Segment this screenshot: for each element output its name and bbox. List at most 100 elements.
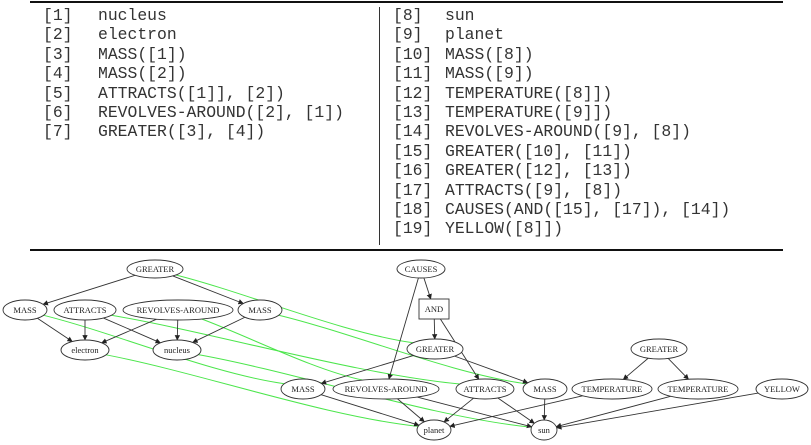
node-b_temp2: TEMPERATURE xyxy=(657,378,739,400)
node-label: REVOLVES-AROUND xyxy=(137,305,220,315)
fact-row: [17]ATTRACTS([9], [8]) xyxy=(393,181,730,200)
edge-b_causes-to-b_revolves xyxy=(387,277,419,380)
node-label: GREATER xyxy=(416,344,455,354)
fact-expression: ATTRACTS([9], [8]) xyxy=(445,180,623,200)
node-b_planet: planet xyxy=(416,419,452,441)
fact-row: [3]MASS([1]) xyxy=(43,45,344,64)
node-shape xyxy=(418,298,450,320)
mapping-a_mass2-to-b_mass2 xyxy=(278,314,527,385)
fact-expression: GREATER([10], [11]) xyxy=(445,141,632,161)
node-a_attracts: ATTRACTS xyxy=(53,299,117,321)
fact-index: [2] xyxy=(43,25,73,45)
node-label: REVOLVES-AROUND xyxy=(345,384,428,394)
node-b_temp1: TEMPERATURE xyxy=(571,378,653,400)
fact-expression: MASS([2]) xyxy=(98,64,187,84)
fact-expression: TEMPERATURE([8]]) xyxy=(445,83,613,103)
node-b_sun: sun xyxy=(530,419,558,441)
node-shape xyxy=(416,419,452,441)
fact-index: [18] xyxy=(393,200,433,220)
mapping-a_attracts-to-b_attracts xyxy=(111,314,460,385)
fact-index: [15] xyxy=(393,141,433,161)
fact-row: [7] GREATER([3], [4]) xyxy=(43,122,344,141)
fact-expression: CAUSES(AND([15], [17]), [14]) xyxy=(445,200,731,220)
node-label: CAUSES xyxy=(405,264,438,274)
fact-row: [4] MASS([2]) xyxy=(43,64,344,83)
node-shape xyxy=(406,338,464,360)
mapping-a_revolves-to-b_revolves xyxy=(201,318,363,381)
fact-row: [8]sun xyxy=(393,6,730,25)
node-b_mass2: MASS xyxy=(522,378,568,400)
edge-b_temp1-to-b_planet xyxy=(449,395,583,428)
edge-a_attracts-to-a_nucleus xyxy=(103,317,161,344)
facts-table: [1]nucleus[2]electron[3]MASS([1])[4]MASS… xyxy=(30,1,783,251)
column-divider xyxy=(379,7,380,245)
node-a_greater: GREATER xyxy=(126,259,184,279)
node-shape xyxy=(122,299,234,321)
fact-index: [6] xyxy=(43,103,73,123)
node-label: sun xyxy=(538,425,551,435)
node-shape xyxy=(396,259,446,279)
fact-index: [9] xyxy=(393,25,423,45)
fact-row: [15] GREATER([10], [11]) xyxy=(393,142,730,161)
node-label: AND xyxy=(425,304,443,314)
fact-index: [12] xyxy=(393,83,433,103)
fact-index: [10] xyxy=(393,44,433,64)
edge-b_greater2-to-b_temp2 xyxy=(667,358,689,380)
table-top-rule xyxy=(30,1,783,3)
fact-index: [7] xyxy=(43,122,73,142)
node-b_causes: CAUSES xyxy=(396,259,446,279)
node-shape xyxy=(332,378,440,400)
fact-index: [14] xyxy=(393,122,433,142)
edge-b_revolves-to-b_sun xyxy=(417,396,533,429)
node-a_mass1: MASS xyxy=(2,299,48,321)
edge-b_mass2-to-b_sun xyxy=(541,398,548,421)
node-shape xyxy=(571,378,653,400)
fact-expression: planet xyxy=(445,25,505,45)
node-shape xyxy=(126,259,184,279)
node-shape xyxy=(53,299,117,321)
fact-expression: YELLOW([8]]) xyxy=(445,219,564,239)
edge-b_temp2-to-b_sun xyxy=(555,395,671,429)
table-bottom-rule xyxy=(30,249,783,251)
fact-expression: TEMPERATURE([9]]) xyxy=(445,103,613,123)
edge-b_revolves-to-b_planet xyxy=(397,398,425,423)
node-a_nucleus: nucleus xyxy=(152,339,202,361)
fact-index: [3] xyxy=(43,44,73,64)
fact-row: [16]GREATER([12], [13]) xyxy=(393,161,730,180)
fact-row: [19]YELLOW([8]]) xyxy=(393,219,730,238)
node-label: ATTRACTS xyxy=(64,305,107,315)
node-shape xyxy=(755,378,809,400)
node-label: ATTRACTS xyxy=(464,384,507,394)
fact-expression: MASS([9]) xyxy=(445,64,534,84)
node-shape xyxy=(530,419,558,441)
mapping-a_electron-to-b_planet xyxy=(105,354,419,427)
fact-expression: GREATER([3], [4]) xyxy=(98,122,266,142)
fact-expression: REVOLVES-AROUND([9], [8]) xyxy=(445,122,691,142)
target-domain-column: [8]sun[9] planet[10]MASS([8])[11] MASS([9]… xyxy=(393,6,730,239)
node-label: YELLOW xyxy=(764,384,800,394)
node-shape xyxy=(455,378,515,400)
node-label: electron xyxy=(71,345,99,355)
edge-b_greater2-to-b_temp1 xyxy=(622,357,649,380)
fact-index: [4] xyxy=(43,64,73,84)
fact-row: [9] planet xyxy=(393,25,730,44)
edge-a_mass1-to-a_electron xyxy=(37,317,73,342)
node-label: MASS xyxy=(291,384,314,394)
fact-row: [13]TEMPERATURE([9]]) xyxy=(393,103,730,122)
node-shape xyxy=(657,378,739,400)
fact-row: [2]electron xyxy=(43,25,344,44)
fact-row: [10]MASS([8]) xyxy=(393,45,730,64)
fact-expression: ATTRACTS([1]], [2]) xyxy=(98,83,285,103)
node-label: TEMPERATURE xyxy=(582,384,643,394)
edge-a_revolves-to-a_electron xyxy=(101,318,157,344)
fact-row: [11] MASS([9]) xyxy=(393,64,730,83)
base-domain-column: [1]nucleus[2]electron[3]MASS([1])[4]MASS… xyxy=(43,6,344,142)
fact-index: [11] xyxy=(393,64,433,84)
node-a_mass2: MASS xyxy=(237,299,283,321)
edge-a_mass2-to-a_nucleus xyxy=(192,316,246,343)
edge-b_and-to-b_greater xyxy=(431,318,438,340)
node-shape xyxy=(237,299,283,321)
fact-expression: nucleus xyxy=(98,6,167,25)
node-shape xyxy=(522,378,568,400)
node-shape xyxy=(152,339,202,361)
